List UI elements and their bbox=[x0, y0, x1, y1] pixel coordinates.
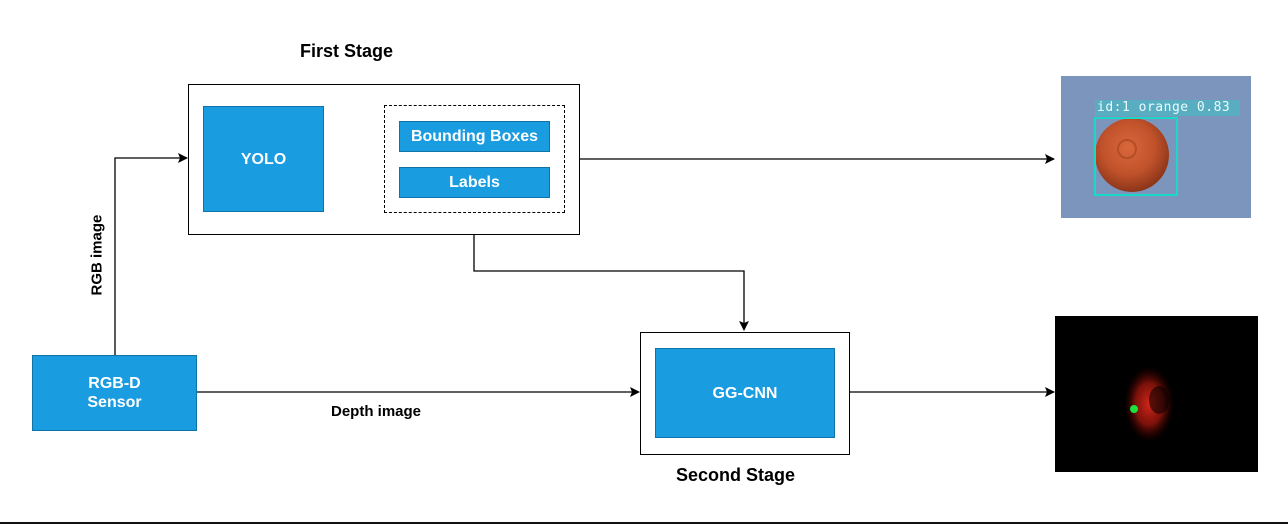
depth-image-label: Depth image bbox=[331, 403, 422, 420]
grasp-heatmap-graphic bbox=[1124, 366, 1174, 442]
labels-node: Labels bbox=[399, 167, 550, 198]
rgb-image-label: RGB image bbox=[88, 214, 106, 296]
yolo-node: YOLO bbox=[203, 106, 324, 212]
orange-detection-graphic bbox=[1094, 100, 1240, 196]
second-stage-title: Second Stage bbox=[676, 465, 796, 485]
grasp-output-image bbox=[1055, 316, 1258, 472]
detections-to-ggcnn-arrow bbox=[473, 214, 749, 331]
detection-bounding-box bbox=[1094, 117, 1178, 196]
rgb-d-sensor-node: RGB-D Sensor bbox=[32, 355, 197, 431]
detection-caption: id:1 orange 0.83 bbox=[1097, 100, 1231, 115]
grasp-point bbox=[1130, 405, 1138, 413]
bottom-border bbox=[0, 522, 1288, 524]
detection-caption-bg bbox=[1095, 100, 1240, 116]
gg-cnn-node: GG-CNN bbox=[655, 348, 835, 438]
detection-output-image: id:1 orange 0.83 bbox=[1061, 76, 1251, 218]
detections-group bbox=[384, 105, 565, 213]
first-stage-title: First Stage bbox=[300, 41, 394, 61]
grasp-heatmap bbox=[1124, 366, 1174, 442]
rgb-image-arrow bbox=[114, 153, 188, 355]
orange-fruit bbox=[1095, 118, 1169, 192]
bounding-boxes-node: Bounding Boxes bbox=[399, 121, 550, 152]
